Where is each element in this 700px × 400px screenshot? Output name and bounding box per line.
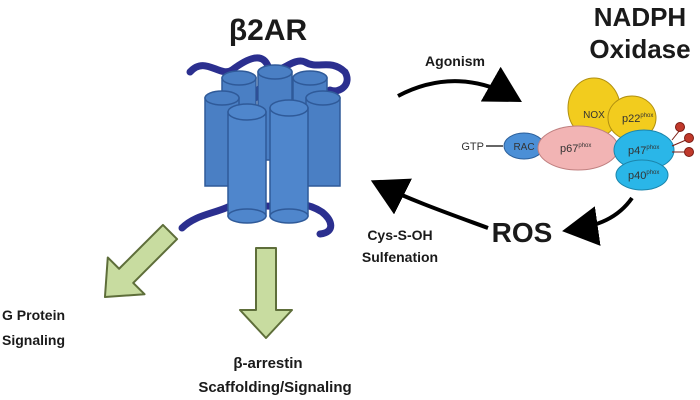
helix-4-top bbox=[204, 90, 240, 106]
nox-label: NOX bbox=[583, 110, 605, 121]
ros-label: ROS bbox=[492, 217, 553, 248]
sulfenation-arrow bbox=[370, 178, 489, 230]
oxidase-title-line1: NADPH bbox=[594, 2, 686, 32]
receptor-illustration bbox=[178, 54, 351, 238]
p47-label: p47phox bbox=[628, 145, 659, 157]
sulfenation-label-line1: Cys-S-OH bbox=[367, 227, 432, 243]
p67-label: p67phox bbox=[560, 143, 591, 155]
helix-7-top bbox=[269, 99, 309, 117]
receptor-title: β2AR bbox=[229, 14, 308, 47]
p40-label: p40phox bbox=[628, 170, 659, 182]
sulfenation-label-line2: Sulfenation bbox=[362, 249, 438, 265]
phospho-dot-2 bbox=[684, 133, 694, 143]
helix-5 bbox=[305, 97, 341, 187]
oxidase-title-line2: Oxidase bbox=[589, 34, 690, 64]
phospho-dot-1 bbox=[675, 122, 685, 132]
agonism-arrow bbox=[397, 66, 522, 102]
arrestin-arrow bbox=[239, 247, 293, 339]
helix-2-top bbox=[257, 64, 293, 80]
phospho-dot-3 bbox=[684, 147, 694, 157]
nadph-complex: GTP NOX p22phox RAC p67phox p47phox p40p… bbox=[461, 77, 694, 191]
helix-7 bbox=[269, 107, 309, 217]
g-protein-arrow bbox=[103, 223, 179, 299]
helix-6-top bbox=[227, 103, 267, 121]
helix-6-bottom bbox=[227, 208, 267, 224]
gtp-label: GTP bbox=[461, 141, 484, 153]
g-protein-label-line1: G Protein bbox=[2, 307, 65, 323]
helix-7-bottom bbox=[269, 208, 309, 224]
arrestin-label-line1: β-arrestin bbox=[233, 355, 302, 372]
rac-label: RAC bbox=[513, 142, 534, 153]
agonism-label: Agonism bbox=[425, 53, 485, 69]
helix-1-top bbox=[221, 70, 257, 86]
helix-6 bbox=[227, 111, 267, 217]
arrestin-label-line2: Scaffolding/Signaling bbox=[198, 379, 351, 396]
helix-3-top bbox=[292, 70, 328, 86]
complex-to-ros-arrow bbox=[562, 196, 634, 246]
g-protein-label-line2: Signaling bbox=[2, 332, 65, 348]
p22-label: p22phox bbox=[622, 113, 653, 125]
phosphorylation-marks bbox=[671, 122, 694, 157]
p40-subunit bbox=[615, 159, 669, 191]
helix-5-top bbox=[305, 90, 341, 106]
